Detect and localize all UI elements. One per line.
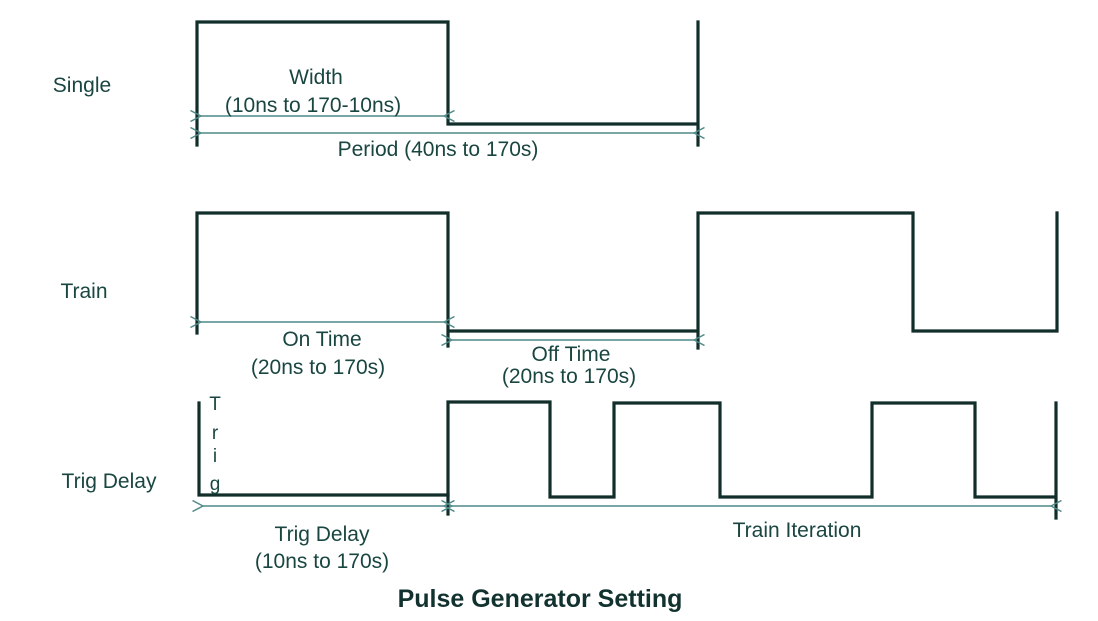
width-annotation-line2: (10ns to 170-10ns): [225, 94, 401, 117]
train-waveform-line: [195, 211, 1059, 350]
on-time-annotation-line2: (20ns to 170s): [251, 356, 385, 379]
trig-spike-letter-g: g: [210, 474, 221, 495]
single-waveform-line: [195, 20, 700, 147]
trig-delay-annotation-line2: (10ns to 170s): [255, 550, 389, 573]
period-annotation: Period (40ns to 170s): [338, 138, 539, 161]
on-time-annotation-line1: On Time: [282, 328, 361, 351]
single-waveform-row: Single Width (10ns to 170-10ns) Period (…: [53, 20, 700, 161]
trig-delay-row-label: Trig Delay: [62, 470, 157, 493]
diagram-title: Pulse Generator Setting: [398, 585, 683, 613]
trig-spike-letter-i: i: [213, 446, 217, 467]
width-annotation-line1: Width: [289, 66, 343, 89]
trig-spike-letter-r: r: [212, 423, 219, 444]
single-row-label: Single: [53, 74, 111, 97]
off-time-annotation-line2: (20ns to 170s): [502, 365, 636, 388]
train-waveform-row: Train On Time (20ns to 170s) Off Time (2…: [60, 211, 1059, 388]
trig-delay-annotation-line1: Trig Delay: [275, 523, 370, 546]
train-iteration-annotation: Train Iteration: [733, 519, 862, 542]
trig-delay-waveform-row: Trig Delay T r i g Trig Delay (10ns to 1…: [62, 394, 1056, 573]
trig-pulse-train-line: [446, 400, 1058, 520]
trig-spike-letter-t: T: [209, 394, 221, 415]
trig-spike-line: [197, 401, 450, 497]
off-time-annotation-line1: Off Time: [532, 343, 611, 366]
train-row-label: Train: [60, 280, 107, 303]
